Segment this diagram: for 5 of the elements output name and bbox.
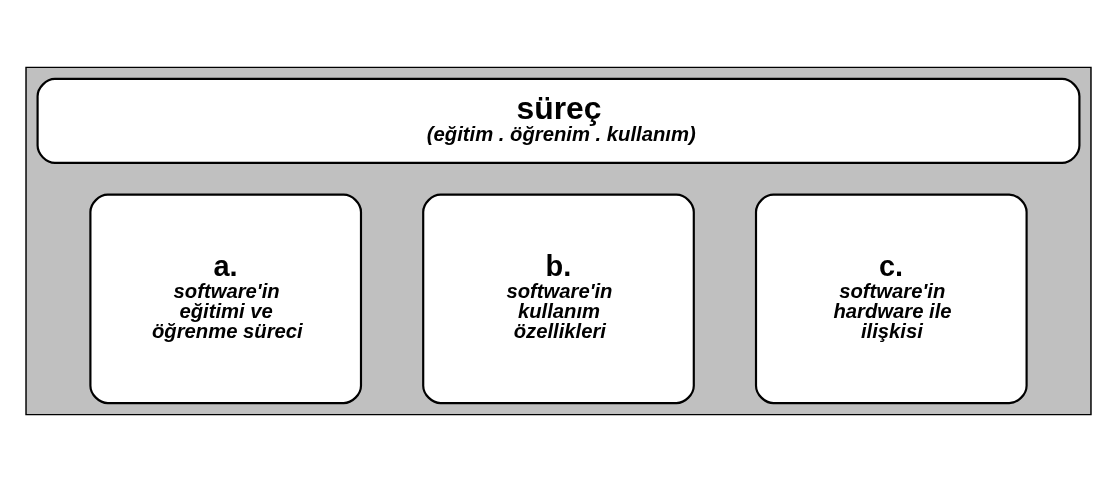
node-box: süreç (eğitim . öğrenim . kullanım) <box>36 77 1081 164</box>
cluster <box>25 66 1092 416</box>
node-box: a. software'in eğitimi ve öğrenme süreci <box>89 193 363 405</box>
node-box: c. software'in hardware ile ilişkisi <box>754 193 1028 405</box>
node-box: b. software'in kullanım özellikleri <box>422 193 695 405</box>
